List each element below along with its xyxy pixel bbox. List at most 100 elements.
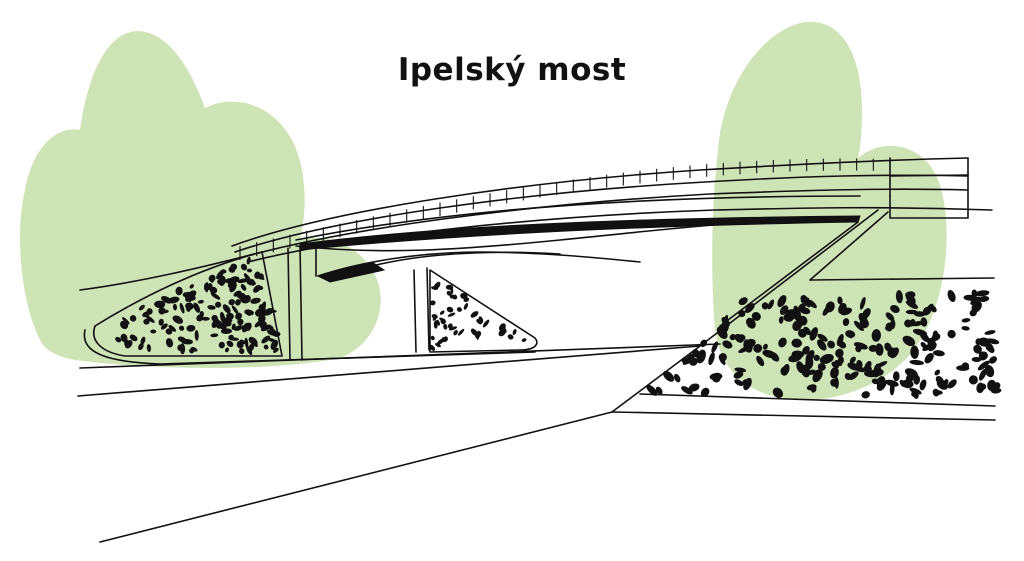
stone: [783, 312, 795, 322]
stone: [791, 311, 803, 323]
stone: [168, 325, 177, 332]
stone: [805, 356, 814, 370]
stone: [947, 379, 957, 389]
stone: [853, 320, 864, 332]
stone: [463, 297, 470, 303]
stone: [875, 361, 888, 368]
stone: [172, 303, 178, 311]
stone: [734, 367, 747, 373]
stone: [231, 323, 236, 331]
stone: [187, 290, 197, 299]
stone: [837, 356, 844, 365]
stone: [792, 320, 803, 331]
stone: [229, 337, 240, 341]
stone: [933, 390, 943, 395]
stone: [804, 299, 812, 308]
stone: [210, 292, 221, 300]
stone: [961, 362, 970, 371]
stone: [160, 323, 168, 330]
stone: [273, 347, 279, 353]
stone: [711, 341, 719, 353]
stone: [445, 284, 454, 290]
stone: [646, 384, 658, 396]
stone: [197, 299, 204, 304]
stone: [876, 379, 887, 391]
stone: [747, 339, 756, 348]
stone: [734, 379, 744, 386]
bridge-piers: [287, 245, 430, 361]
stone: [986, 338, 1000, 345]
stone: [817, 339, 827, 351]
stone: [682, 357, 694, 365]
stone: [189, 284, 195, 289]
stone: [270, 339, 278, 350]
stone: [943, 379, 949, 386]
tree-left: [20, 31, 381, 368]
stone: [848, 371, 859, 381]
stone: [924, 352, 934, 364]
stone: [143, 312, 149, 317]
stone: [837, 296, 843, 305]
stone: [240, 284, 247, 291]
stone: [978, 295, 990, 303]
stone: [889, 382, 895, 396]
stone: [977, 360, 990, 371]
stone: [961, 326, 970, 331]
stone: [203, 282, 209, 291]
stone: [927, 303, 934, 310]
stone: [700, 339, 708, 347]
stone: [802, 346, 810, 355]
stone: [751, 311, 761, 321]
stone: [145, 315, 155, 323]
stone: [224, 317, 232, 323]
stone: [447, 323, 453, 329]
stone: [890, 319, 896, 330]
stone: [436, 338, 445, 345]
stone: [254, 320, 263, 328]
stones-middle: [429, 281, 527, 351]
stone: [973, 344, 982, 354]
stone: [885, 325, 893, 332]
stone: [782, 363, 790, 376]
stone: [984, 330, 996, 335]
stone: [246, 256, 251, 265]
stone: [961, 318, 971, 323]
stone: [799, 306, 811, 315]
road: [77, 343, 721, 543]
stone: [892, 371, 900, 382]
stone: [209, 274, 215, 283]
stone: [238, 348, 245, 354]
stone: [817, 363, 826, 371]
stone: [744, 303, 755, 314]
stone: [905, 300, 919, 309]
stone: [239, 339, 246, 344]
stone: [745, 317, 756, 329]
stones-right: [646, 289, 1002, 399]
stone: [429, 344, 436, 351]
stone: [433, 281, 441, 290]
stone: [947, 290, 956, 302]
stone: [673, 373, 681, 383]
stone: [767, 299, 775, 310]
stone: [122, 317, 130, 325]
stone: [201, 316, 210, 321]
stone: [932, 350, 945, 357]
stone: [482, 319, 490, 328]
stone: [817, 333, 828, 342]
stone: [909, 387, 922, 395]
stone: [733, 371, 744, 379]
stone: [807, 369, 817, 375]
stone: [476, 319, 483, 325]
stone: [762, 343, 768, 350]
stone: [737, 334, 746, 342]
stone: [884, 342, 892, 352]
stone: [218, 275, 226, 286]
stone: [435, 343, 441, 348]
stone: [885, 312, 895, 321]
stone: [229, 276, 240, 283]
stone: [194, 330, 199, 341]
stone: [150, 329, 157, 334]
stone: [199, 311, 205, 317]
stone: [909, 318, 916, 327]
stone: [934, 369, 941, 376]
